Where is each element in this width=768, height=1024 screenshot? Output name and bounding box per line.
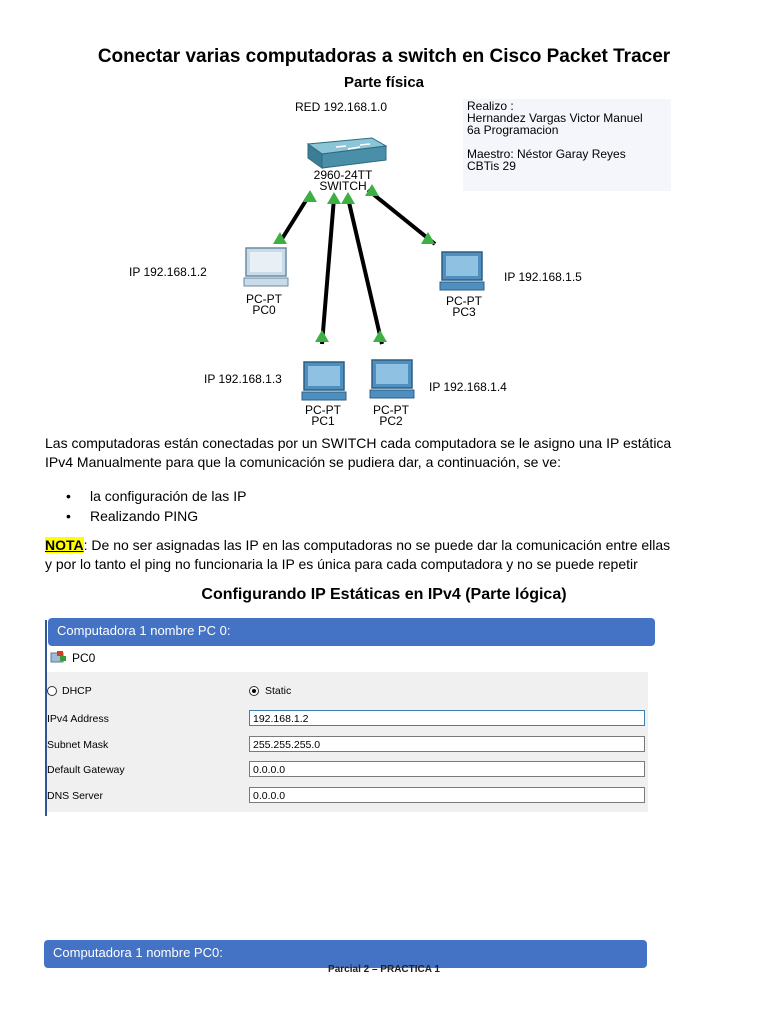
nota-line: NOTA: De no ser asignadas las IP en las …: [45, 536, 735, 555]
intro-paragraph: Las computadoras están conectadas por un…: [45, 434, 735, 472]
pc2-type: PC-PT: [373, 403, 409, 417]
panel1-header: Computadora 1 nombre PC 0:: [48, 618, 655, 646]
pc3-ip-label: IP 192.168.1.5: [499, 268, 587, 286]
gateway-label: Default Gateway: [47, 764, 125, 776]
document-title: Conectar varias computadoras a switch en…: [97, 46, 671, 67]
info-line: Maestro: Néstor Garay Reyes: [467, 147, 626, 161]
pc0-name: PC0: [252, 303, 276, 317]
bullet-item: Realizando PING: [66, 506, 246, 526]
panel1-left-border: [45, 620, 47, 816]
ipv4-label: IPv4 Address: [47, 713, 109, 725]
info-line: 6a Programacion: [467, 123, 559, 137]
pc1-ip-label: IP 192.168.1.3: [199, 370, 287, 388]
pc3-computer-icon: [439, 251, 485, 291]
dns-server-input[interactable]: 0.0.0.0: [249, 787, 645, 803]
link-pc3: [365, 184, 437, 246]
pc2-name: PC2: [379, 414, 403, 428]
panel2-header: Computadora 1 nombre PC0:: [44, 940, 647, 968]
author-info-box: Realizo : Hernandez Vargas Victor Manuel…: [463, 99, 671, 191]
pc2-label: PC-PT PC2: [361, 403, 421, 428]
window-title-bar: PC0: [50, 650, 95, 666]
nota-paragraph: NOTA: De no ser asignadas las IP en las …: [45, 536, 735, 574]
pc0-computer-icon: [243, 247, 289, 287]
info-line: Hernandez Vargas Victor Manuel: [467, 111, 643, 125]
intro-line: Las computadoras están conectadas por un…: [45, 435, 672, 451]
pc0-label: PC-PT PC0: [234, 292, 294, 317]
static-radio[interactable]: [249, 686, 259, 696]
pc2-computer-icon: [369, 359, 415, 399]
switch-icon: [306, 137, 388, 169]
nota-highlight: NOTA: [45, 537, 84, 553]
info-line: CBTis 29: [467, 159, 516, 173]
intro-line: IPv4 Manualmente para que la comunicació…: [45, 454, 561, 470]
pc1-type: PC-PT: [305, 403, 341, 417]
pc3-type: PC-PT: [446, 294, 482, 308]
nota-text: : De no ser asignadas las IP en las comp…: [83, 537, 671, 553]
dhcp-radio[interactable]: [47, 686, 57, 696]
pc0-ip-label: IP 192.168.1.2: [124, 263, 212, 281]
pc1-label: PC-PT PC1: [293, 403, 353, 428]
switch-label: 2960-24TT SWITCH: [309, 168, 377, 193]
ipv4-address-input[interactable]: 192.168.1.2: [249, 710, 645, 726]
link-pc1: [315, 192, 341, 345]
pc0-type: PC-PT: [246, 292, 282, 306]
pc1-name: PC1: [311, 414, 335, 428]
bullet-item: la configuración de las IP: [66, 486, 246, 506]
link-pc0: [273, 190, 317, 244]
ip-config-form: DHCP Static IPv4 Address 192.168.1.2 Sub…: [47, 672, 648, 812]
section-title: Configurando IP Estáticas en IPv4 (Parte…: [201, 586, 567, 603]
pc-window-icon: [50, 651, 66, 663]
subnet-mask-input[interactable]: 255.255.255.0: [249, 736, 645, 752]
window-title: PC0: [72, 651, 96, 665]
nota-line: y por lo tanto el ping no funcionaria la…: [45, 556, 638, 572]
static-label: Static: [265, 685, 292, 697]
page-footer: Parcial 2 – PRACTICA 1: [328, 964, 440, 975]
dns-label: DNS Server: [47, 790, 104, 802]
switch-name: SWITCH: [319, 179, 367, 193]
network-topology-diagram: [243, 137, 485, 401]
pc3-name: PC3: [452, 305, 476, 319]
bullet-list: la configuración de las IP Realizando PI…: [66, 486, 246, 526]
default-gateway-input[interactable]: 0.0.0.0: [249, 761, 645, 777]
link-pc2: [341, 192, 387, 345]
switch-model: 2960-24TT: [313, 168, 373, 182]
subnet-label: Subnet Mask: [47, 739, 109, 751]
info-line: Realizo :: [467, 99, 514, 113]
pc2-ip-label: IP 192.168.1.4: [424, 378, 512, 396]
pc3-label: PC-PT PC3: [434, 294, 494, 319]
dhcp-label: DHCP: [62, 685, 92, 697]
pc1-computer-icon: [301, 361, 347, 401]
document-subtitle: Parte física: [343, 74, 425, 91]
network-label: RED 192.168.1.0: [291, 100, 392, 114]
